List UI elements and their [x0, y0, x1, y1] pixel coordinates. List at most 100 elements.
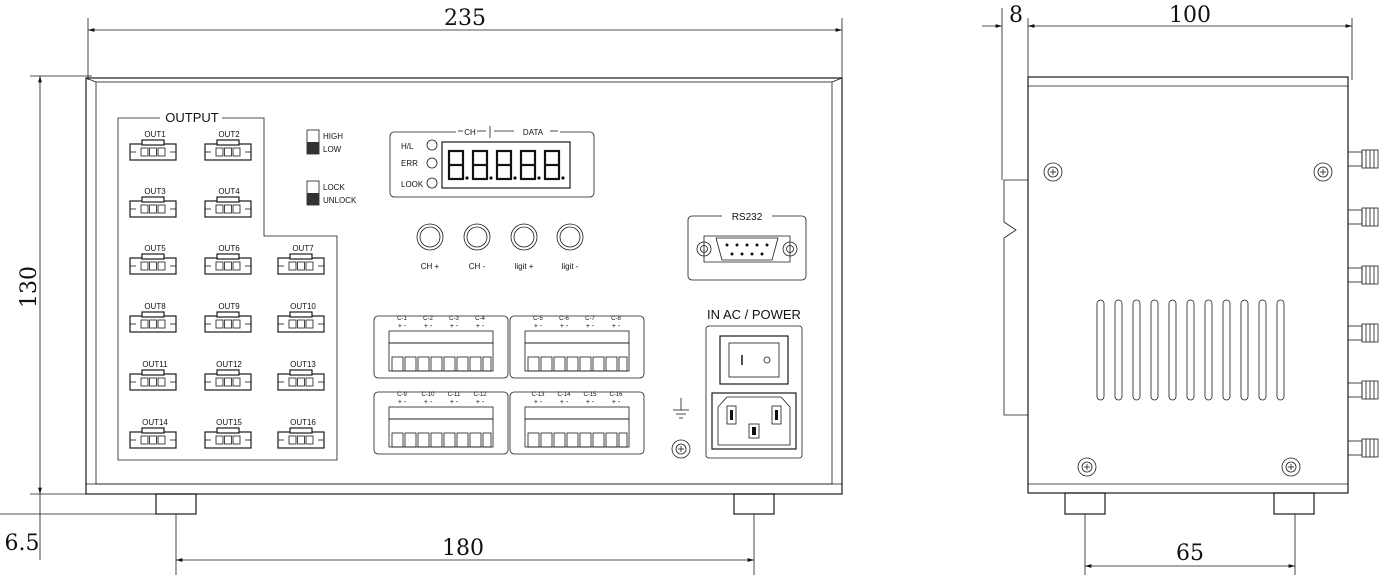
- out13-label: OUT13: [290, 360, 316, 369]
- out15-connector: [204, 427, 252, 449]
- rs232-port[interactable]: [696, 235, 798, 263]
- out6-label: OUT6: [218, 244, 240, 253]
- out13-connector: [277, 369, 325, 391]
- ac-inlet[interactable]: [711, 392, 797, 450]
- out9-connector: [204, 311, 252, 333]
- tb3-c9: C-9: [397, 392, 407, 398]
- dim-feet-side-65: 65: [1176, 541, 1204, 566]
- tb2-pm3: + -: [586, 323, 595, 330]
- output-connectors: OUT1 OUT2 OUT3 OUT4 OUT5 OUT6 OUT7 OUT8 …: [129, 130, 325, 449]
- tb4-pm1: + -: [534, 399, 543, 406]
- out5-label: OUT5: [144, 244, 166, 253]
- ch-minus-button[interactable]: [463, 223, 491, 251]
- tb4-c13: C-13: [531, 392, 545, 398]
- dim-side-offset-8: 8: [1009, 3, 1023, 28]
- out11-label: OUT11: [142, 360, 168, 369]
- tb2-c8: C-8: [611, 316, 621, 322]
- rs232-label: RS232: [732, 212, 763, 223]
- ligit-plus-label: ligit +: [515, 262, 534, 271]
- tb1-pm3: + -: [450, 323, 459, 330]
- indicator-look-led: [426, 177, 438, 189]
- side-foot-left: [1064, 492, 1106, 515]
- ch-plus-button[interactable]: [416, 223, 444, 251]
- tb4-c15: C-15: [583, 392, 597, 398]
- terminal-block-3: [373, 391, 509, 455]
- ligit-minus-label: ligit -: [562, 262, 579, 271]
- out3-connector: [129, 196, 177, 218]
- output-panel-outline: [117, 117, 338, 461]
- dim-feet-span-180: 180: [442, 536, 484, 561]
- out7-label: OUT7: [292, 244, 314, 253]
- side-enclosure: [1003, 76, 1349, 515]
- indicator-err-label: ERR: [401, 159, 418, 168]
- tb3-c12: C-12: [473, 392, 487, 398]
- side-foot-right: [1273, 492, 1315, 515]
- out10-connector: [277, 311, 325, 333]
- tb2-c6: C-6: [559, 316, 569, 322]
- side-connectors: [1347, 149, 1379, 458]
- out4-label: OUT4: [218, 187, 240, 196]
- out4-connector: [204, 196, 252, 218]
- lock-unlock-switch[interactable]: [306, 180, 320, 206]
- ligit-minus-button[interactable]: [556, 223, 584, 251]
- tb3-pm3: + -: [450, 399, 459, 406]
- ch-plus-label: CH +: [421, 262, 440, 271]
- tb4-pm2: + -: [560, 399, 569, 406]
- out8-connector: [129, 311, 177, 333]
- ground-screw: [671, 439, 691, 459]
- tb1-c3: C-3: [449, 316, 459, 322]
- tb1-pm1: + -: [398, 323, 407, 330]
- indicator-err-led: [426, 157, 438, 169]
- display-ch-label: CH: [464, 128, 476, 137]
- out12-connector: [204, 369, 252, 391]
- out2-label: OUT2: [218, 130, 240, 139]
- switch-unlock-label: UNLOCK: [323, 196, 357, 205]
- out6-connector: [204, 253, 252, 275]
- power-label: IN AC / POWER: [707, 307, 801, 322]
- terminal-block-1: [373, 315, 509, 379]
- tb1-c4: C-4: [475, 316, 485, 322]
- dim-depth-100: 100: [1169, 3, 1211, 28]
- side-screw-tl: [1043, 162, 1063, 182]
- tb2-c5: C-5: [533, 316, 543, 322]
- indicator-hl-led: [426, 139, 438, 151]
- dimension-lines-front: [0, 18, 843, 575]
- tb4-pm4: + -: [612, 399, 621, 406]
- seven-segment-display: [441, 141, 571, 189]
- out16-label: OUT16: [290, 418, 316, 427]
- ligit-plus-button[interactable]: [510, 223, 538, 251]
- tb3-c11: C-11: [448, 392, 461, 398]
- out15-label: OUT15: [216, 418, 242, 427]
- out2-connector: [204, 139, 252, 161]
- tb1-c1: C-1: [397, 316, 407, 322]
- dim-feet-6-5: 6.5: [5, 531, 40, 556]
- side-screw-br: [1281, 457, 1301, 477]
- front-foot-left: [155, 493, 197, 515]
- out9-label: OUT9: [218, 302, 240, 311]
- dim-height-130: 130: [17, 266, 42, 308]
- tb2-c7: C-7: [585, 316, 595, 322]
- switch-low-label: LOW: [323, 145, 342, 154]
- tb3-pm2: + -: [424, 399, 433, 406]
- switch-lock-label: LOCK: [323, 183, 345, 192]
- tb3-c10: C-10: [421, 392, 435, 398]
- out14-connector: [129, 427, 177, 449]
- front-enclosure: [85, 77, 843, 515]
- out5-connector: [129, 253, 177, 275]
- ground-icon: [673, 398, 689, 419]
- out11-connector: [129, 369, 177, 391]
- power-switch[interactable]: [719, 335, 789, 385]
- output-title: OUTPUT: [165, 110, 219, 125]
- dimension-lines-side: [982, 8, 1353, 575]
- tb1-pm2: + -: [424, 323, 433, 330]
- dim-width-235: 235: [444, 6, 486, 31]
- terminal-block-2: [509, 315, 645, 379]
- tb1-c2: C-2: [423, 316, 433, 322]
- tb4-c16: C-16: [609, 392, 623, 398]
- tb2-pm4: + -: [612, 323, 621, 330]
- out12-label: OUT12: [216, 360, 242, 369]
- out1-label: OUT1: [144, 130, 166, 139]
- out10-label: OUT10: [290, 302, 316, 311]
- high-low-switch[interactable]: [306, 129, 320, 155]
- tb4-c14: C-14: [557, 392, 571, 398]
